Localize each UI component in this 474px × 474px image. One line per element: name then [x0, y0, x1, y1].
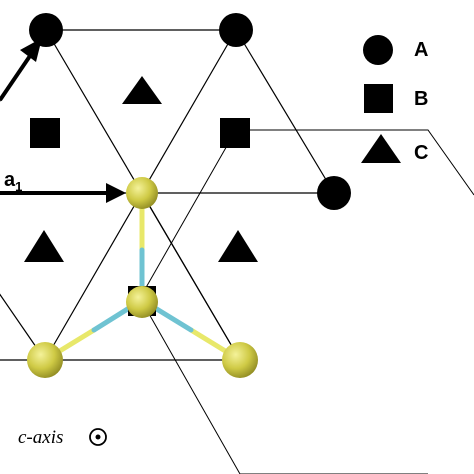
legend-label-b: B	[414, 88, 428, 110]
hexagon-outline	[139, 129, 474, 474]
legend-circle-icon	[363, 35, 393, 65]
atom-a	[219, 13, 253, 47]
triangle-marker	[24, 230, 64, 262]
square-marker	[220, 118, 250, 148]
axis-note: c-axis	[18, 427, 107, 448]
triangle-marker	[218, 230, 258, 262]
atom-a	[317, 176, 351, 210]
atom-a	[29, 13, 63, 47]
triangle-marker	[122, 76, 162, 104]
yellow-atom	[126, 286, 158, 318]
vector-arrows	[0, 38, 126, 203]
square-marker	[30, 118, 60, 148]
yellow-atom	[27, 342, 63, 378]
yellow-atom	[126, 177, 158, 209]
yellow-atom	[222, 342, 258, 378]
legend-triangle-icon	[361, 134, 401, 163]
out-of-plane-icon	[89, 428, 107, 446]
legend-label-a: A	[414, 39, 428, 61]
vector-label: a1	[4, 169, 22, 194]
c-axis-label: c-axis	[18, 427, 63, 448]
legend: A B C	[361, 35, 428, 164]
legend-label-c: C	[414, 142, 428, 164]
legend-square-icon	[364, 84, 393, 113]
bonds	[42, 190, 243, 363]
